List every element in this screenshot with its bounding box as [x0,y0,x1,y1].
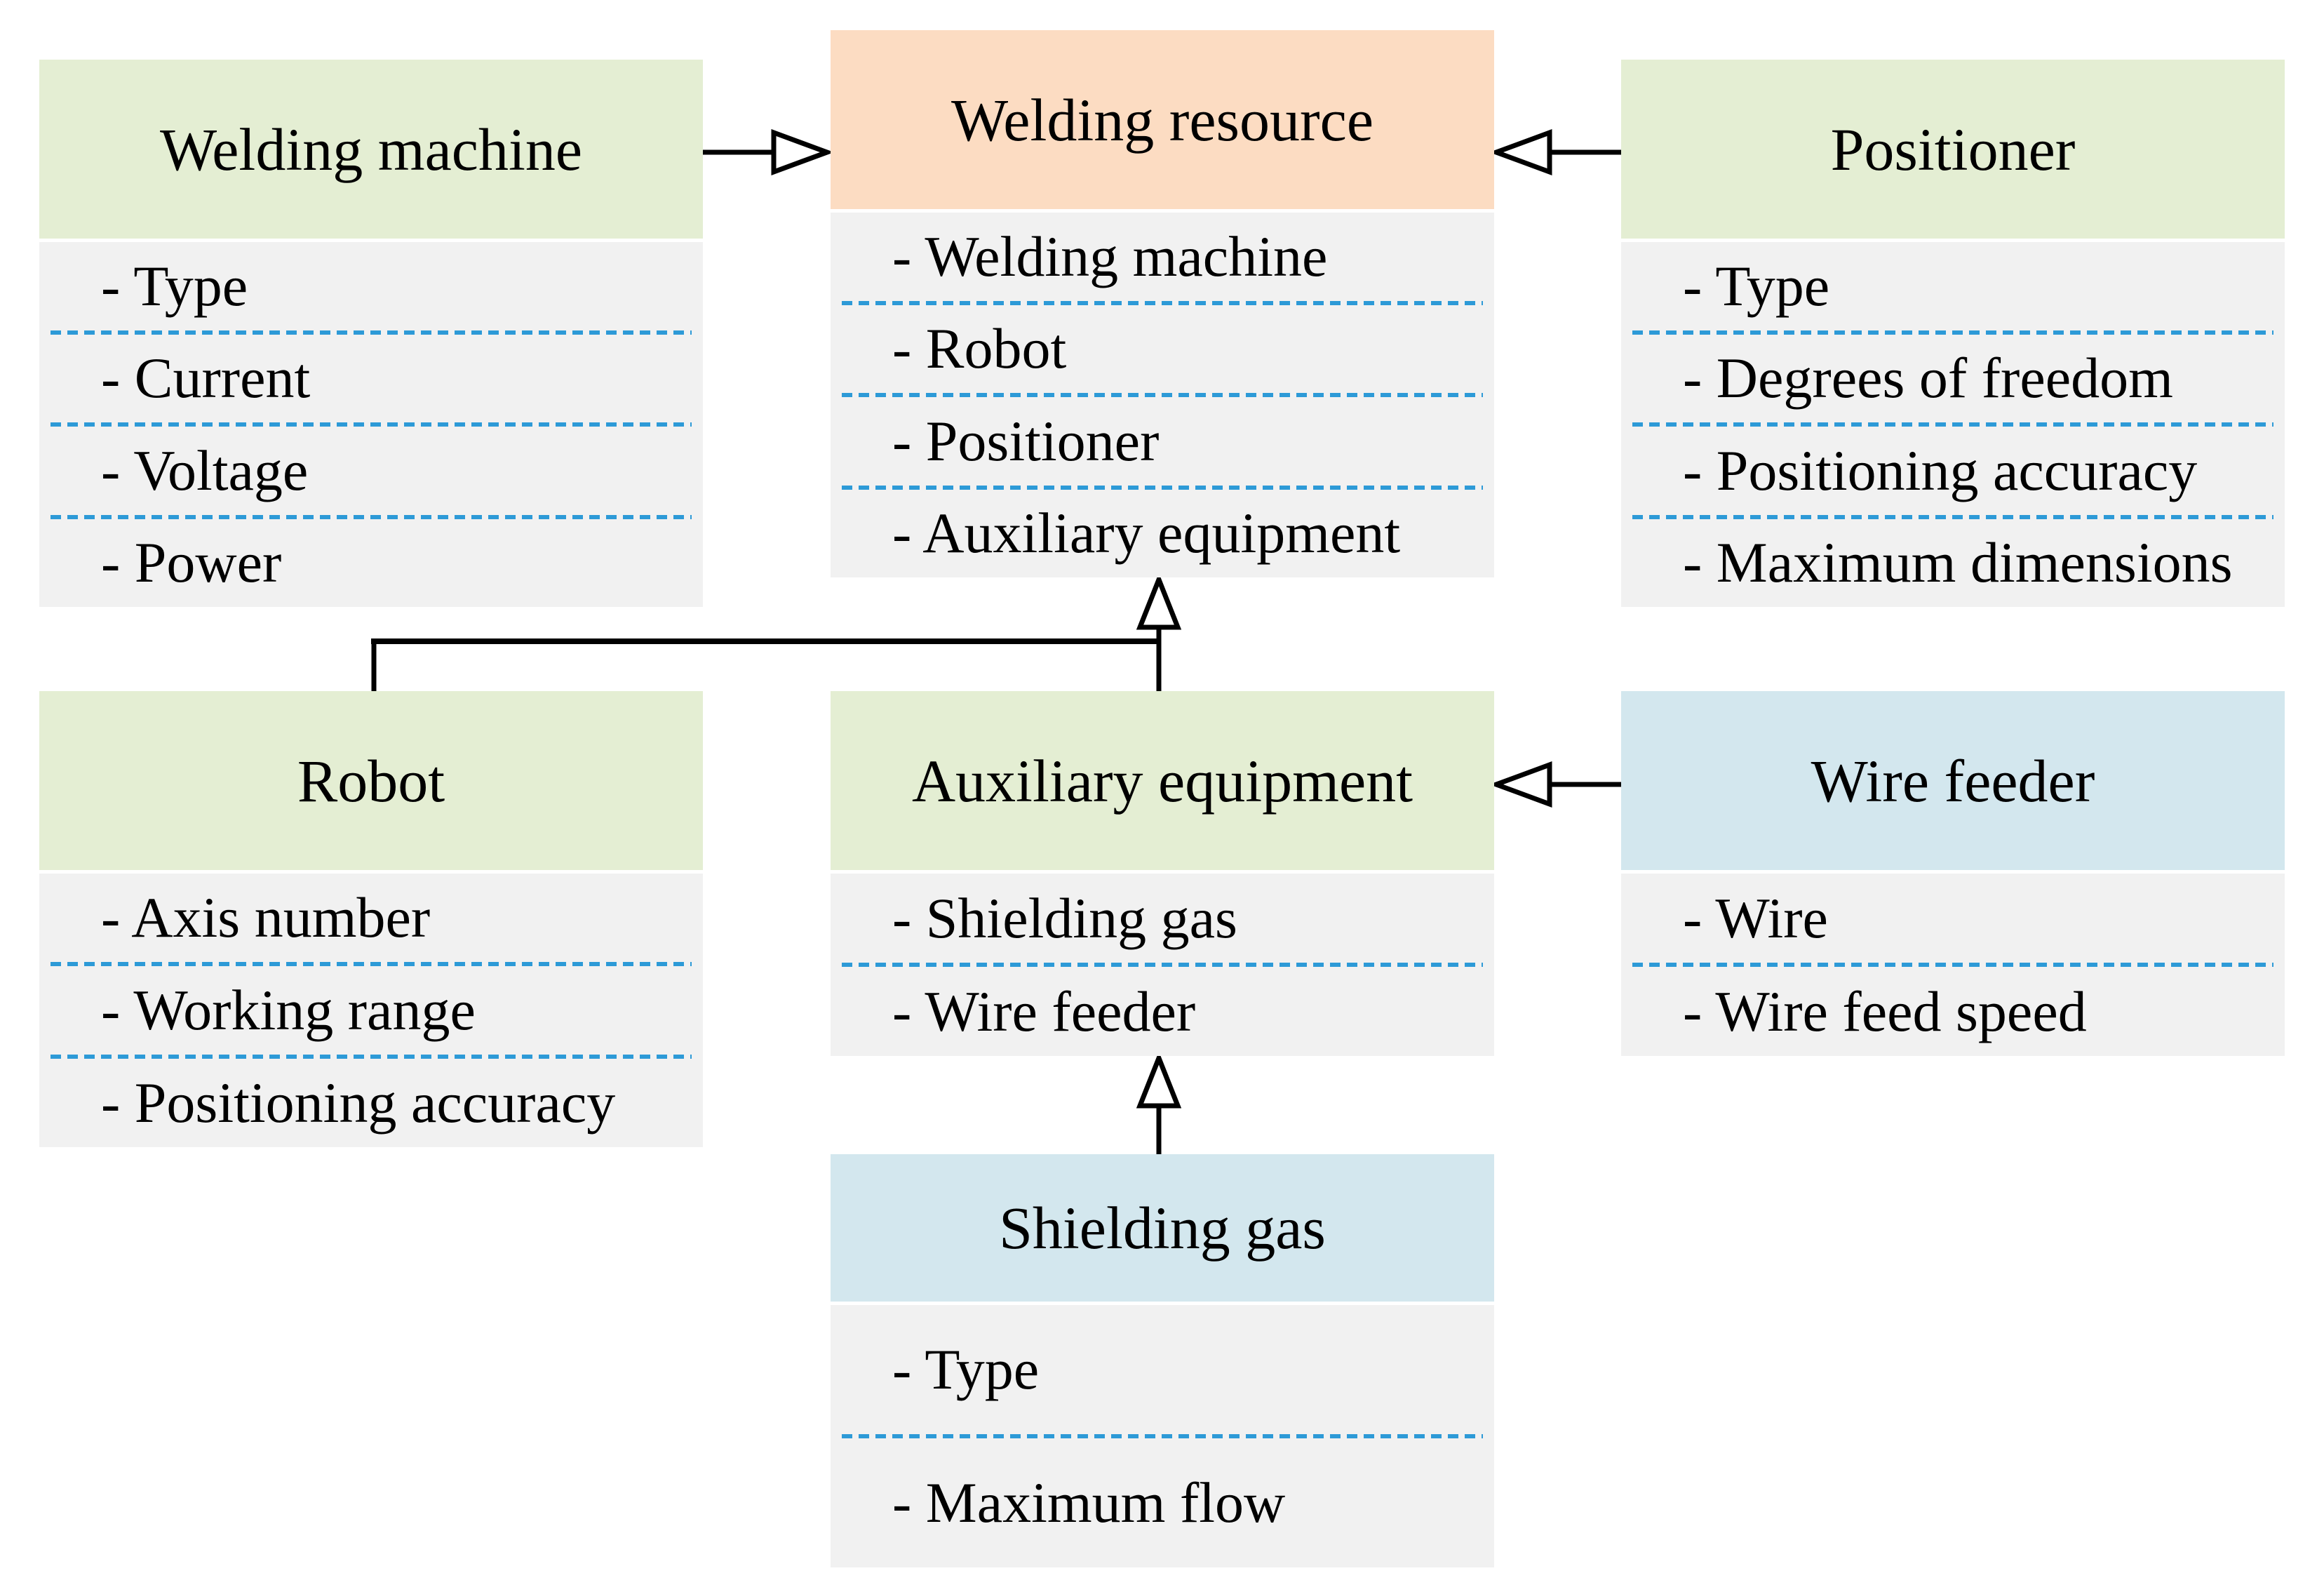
attribute-separator [51,1055,692,1059]
attribute-label: - Power [101,530,282,595]
shielding-gas-title: Shielding gas [999,1194,1326,1262]
hollow-arrowhead-up-icon [1136,573,1182,630]
attribute-label: - Maximum dimensions [1683,530,2233,595]
welding-resource-class-box: Welding resource - Welding machine - Rob… [831,30,1494,577]
attribute-label: - Positioner [892,408,1160,473]
attribute-label: - Working range [101,978,476,1042]
attribute-separator [842,485,1483,490]
arrow-positioner-to-welding-resource [1489,128,1621,176]
attribute-separator [842,1434,1483,1438]
attribute-separator [51,330,692,335]
attribute-label: - Type [892,1337,1040,1401]
attribute-label: - Wire feeder [892,979,1196,1043]
wire-feeder-title: Wire feeder [1811,747,2095,815]
robot-attributes: - Axis number - Working range - Position… [39,874,703,1147]
attribute-row: - Type [831,1305,1494,1434]
attribute-separator [1632,422,2273,427]
attribute-row: - Axis number [39,874,703,962]
attribute-label: - Maximum flow [892,1471,1286,1534]
attribute-row: - Positioner [831,397,1494,486]
attribute-row: - Current [39,335,703,423]
robot-class-box: Robot - Axis number - Working range - Po… [39,691,703,1147]
attribute-row: - Maximum dimensions [1621,519,2285,608]
hollow-arrowhead-left-icon [1489,761,1552,808]
attribute-label: - Robot [892,316,1067,381]
attribute-label: - Wire [1683,885,1828,950]
attribute-row: - Positioning accuracy [1621,427,2285,515]
attribute-label: - Positioning accuracy [1683,438,2198,502]
attribute-row: - Type [39,242,703,330]
hollow-arrowhead-right-icon [771,128,835,176]
attribute-row: - Auxiliary equipment [831,490,1494,578]
arrow-welding-machine-to-welding-resource [703,128,835,176]
auxiliary-equipment-attributes: - Shielding gas - Wire feeder [831,874,1494,1056]
attribute-label: - Shielding gas [892,885,1237,950]
attribute-row: - Positioning accuracy [39,1059,703,1147]
welding-resource-title: Welding resource [951,86,1373,154]
attribute-separator [1632,514,2273,519]
attribute-label: - Voltage [101,438,309,502]
welding-machine-header: Welding machine [39,60,703,239]
attribute-label: - Degrees of freedom [1683,346,2173,410]
attribute-row: - Wire feed speed [1621,967,2285,1056]
auxiliary-equipment-class-box: Auxiliary equipment - Shielding gas - Wi… [831,691,1494,1056]
robot-header: Robot [39,691,703,870]
attribute-label: - Wire feed speed [1683,979,2087,1043]
attribute-row: - Degrees of freedom [1621,335,2285,423]
welding-machine-attributes: - Type - Current - Voltage - Power [39,242,703,607]
wire-feeder-class-box: Wire feeder - Wire - Wire feed speed [1621,691,2285,1056]
welding-resource-header: Welding resource [831,30,1494,209]
shielding-gas-attributes: - Type - Maximum flow [831,1305,1494,1567]
arrow-wire-feeder-to-auxiliary-equipment [1489,761,1621,808]
attribute-row: - Voltage [39,427,703,515]
auxiliary-equipment-title: Auxiliary equipment [911,747,1413,815]
attribute-label: - Positioning accuracy [101,1071,616,1135]
welding-machine-title: Welding machine [159,115,583,183]
positioner-header: Positioner [1621,60,2285,239]
attribute-label: - Auxiliary equipment [892,501,1401,566]
attribute-row: - Welding machine [831,213,1494,301]
wire-feeder-header: Wire feeder [1621,691,2285,870]
shielding-gas-header: Shielding gas [831,1154,1494,1302]
attribute-separator [1632,963,2273,967]
attribute-row: - Type [1621,242,2285,330]
attribute-row: - Wire [1621,874,2285,963]
positioner-title: Positioner [1830,115,2076,183]
attribute-separator [51,962,692,966]
attribute-row: - Working range [39,966,703,1055]
attribute-label: - Type [101,253,248,318]
welding-resource-attributes: - Welding machine - Robot - Positioner -… [831,213,1494,577]
hollow-arrowhead-up-icon [1136,1051,1182,1109]
attribute-row: - Shielding gas [831,874,1494,963]
shielding-gas-class-box: Shielding gas - Type - Maximum flow [831,1154,1494,1567]
attribute-separator [842,300,1483,305]
attribute-row: - Wire feeder [831,967,1494,1056]
attribute-separator [51,422,692,427]
arrow-shielding-gas-to-auxiliary-equipment [1136,1051,1182,1156]
welding-machine-class-box: Welding machine - Type - Current - Volta… [39,60,703,607]
attribute-separator [1632,330,2273,335]
attribute-separator [51,514,692,519]
attribute-label: - Current [101,346,311,410]
attribute-row: - Maximum flow [831,1438,1494,1567]
auxiliary-equipment-header: Auxiliary equipment [831,691,1494,870]
wire-feeder-attributes: - Wire - Wire feed speed [1621,874,2285,1056]
attribute-row: - Robot [831,305,1494,394]
attribute-label: - Welding machine [892,224,1328,288]
robot-title: Robot [297,747,445,815]
positioner-class-box: Positioner - Type - Degrees of freedom -… [1621,60,2285,607]
hollow-arrowhead-left-icon [1489,128,1552,176]
attribute-separator [842,393,1483,397]
positioner-attributes: - Type - Degrees of freedom - Positionin… [1621,242,2285,607]
attribute-label: - Axis number [101,885,431,949]
attribute-row: - Power [39,519,703,608]
attribute-label: - Type [1683,253,1830,318]
attribute-separator [842,963,1483,967]
